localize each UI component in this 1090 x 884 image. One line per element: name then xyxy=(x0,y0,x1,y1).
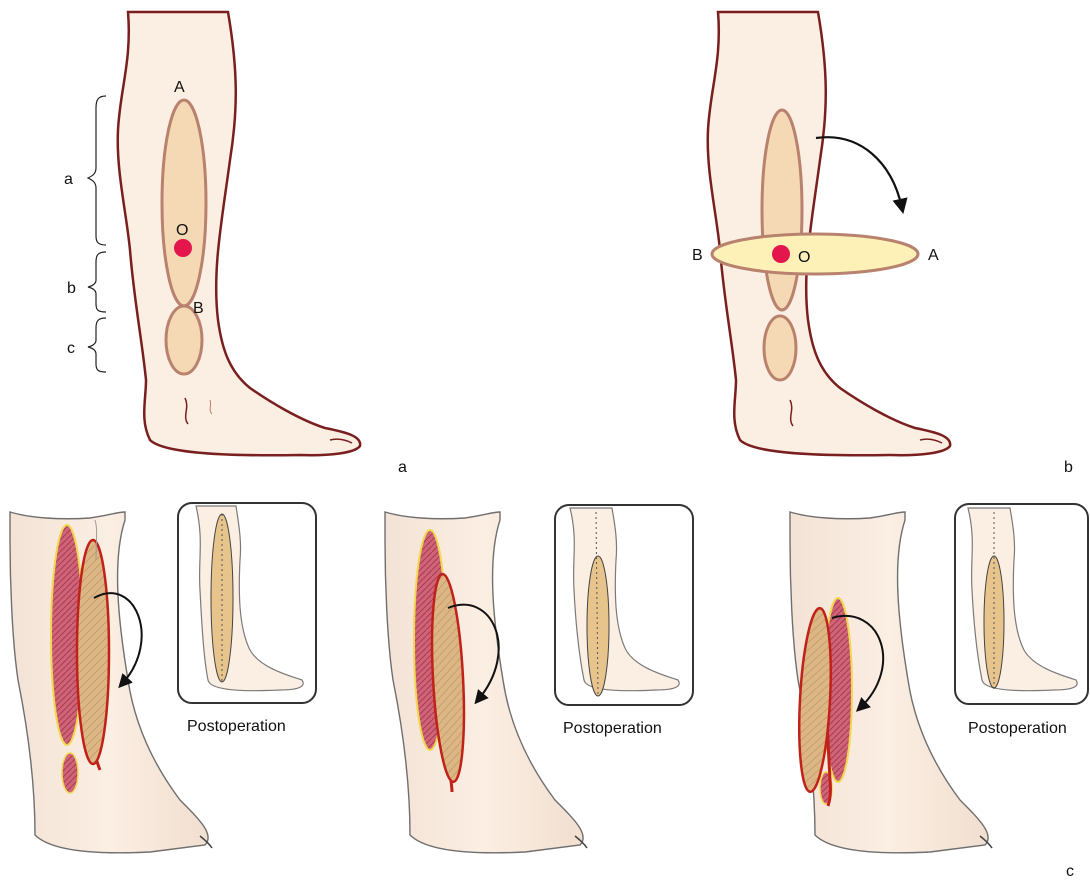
panel-letter-c: c xyxy=(1066,863,1074,880)
panel-letter-a: a xyxy=(398,459,407,476)
flap-ellipse-upper-a xyxy=(162,100,206,306)
panel-letter-b: b xyxy=(1064,459,1073,476)
muscle-exposed-lower-1 xyxy=(62,753,78,793)
postop-inset-3: Postoperation xyxy=(955,504,1088,737)
postop-label-3: Postoperation xyxy=(968,720,1067,737)
flap-ellipse-upper-b xyxy=(762,110,802,310)
label-point-a: A xyxy=(174,79,185,96)
bracket-a xyxy=(88,96,106,245)
bracket-label-a: a xyxy=(64,171,73,188)
panel-c: Postoperation Postoperation xyxy=(10,503,1088,880)
bracket-c xyxy=(88,318,106,372)
rotated-flap-ellipse xyxy=(712,234,918,274)
leg-outline-a xyxy=(118,12,360,455)
panel-a: A O B a b c a xyxy=(64,12,407,476)
pivot-point-b xyxy=(772,245,790,263)
panel-b: B O A b xyxy=(692,12,1073,476)
label-point-b-rot: B xyxy=(692,247,703,264)
flap-raised-1 xyxy=(77,540,109,764)
pivot-point-a xyxy=(174,239,192,257)
bracket-label-c: c xyxy=(67,340,75,357)
postop-inset-1: Postoperation xyxy=(178,503,316,735)
postop-label-2: Postoperation xyxy=(563,720,662,737)
postop-inset-2: Postoperation xyxy=(555,505,693,737)
label-point-o: O xyxy=(176,222,188,239)
rotation-arrow-b xyxy=(816,137,902,208)
bracket-b xyxy=(88,252,106,312)
bracket-label-b: b xyxy=(67,280,76,297)
label-point-b: B xyxy=(193,300,204,317)
label-point-o-rot: O xyxy=(798,249,810,266)
postop-label-1: Postoperation xyxy=(187,718,286,735)
flap-ellipse-lower-b xyxy=(764,316,796,380)
label-point-a-rot: A xyxy=(928,247,939,264)
